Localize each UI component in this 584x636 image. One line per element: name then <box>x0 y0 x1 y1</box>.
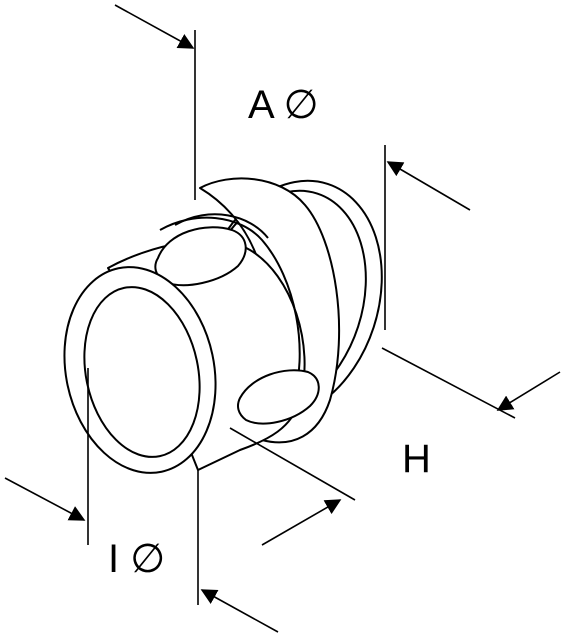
i-arrow-line-right <box>200 589 279 633</box>
i-arrow-line-left <box>4 477 86 521</box>
h-extension-line-bottom <box>229 427 356 501</box>
dimension-lines <box>4 4 561 633</box>
barrel-ring-line <box>159 216 301 406</box>
bushing-body <box>63 177 383 474</box>
bottom-lobe <box>237 369 320 425</box>
h-extension-line-top <box>381 347 516 419</box>
outer-diameter-label: A ∅ <box>248 83 318 127</box>
a-arrow-line <box>114 4 195 49</box>
height-label: H <box>402 437 431 481</box>
inner-diameter-label: I ∅ <box>108 537 165 581</box>
barrel-ring-line-2 <box>174 213 269 239</box>
h-arrow-line-bottom <box>261 499 342 546</box>
h-arrow-line-top <box>496 371 561 411</box>
a-right-arrow-line <box>386 161 471 211</box>
